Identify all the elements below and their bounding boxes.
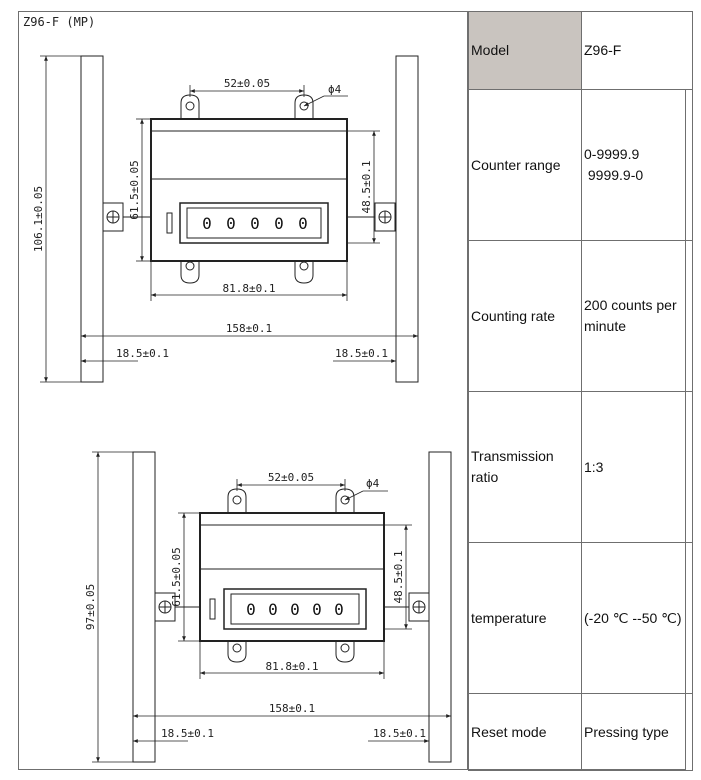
spec-label: Counting rate [468, 240, 582, 392]
top-view-labels: 52±0.05 ϕ4 61.5±0.05 48.5±0.1 81.8±0.1 1… [32, 77, 388, 360]
drawing-title: Z96-F (MP) [23, 15, 96, 29]
top-dim-side-height: 48.5±0.1 [360, 161, 373, 214]
bottom-dim-left-offset: 18.5±0.1 [161, 727, 214, 740]
right-bracket [395, 55, 419, 383]
bottom-view [92, 451, 452, 763]
top-dim-total-width: 158±0.1 [226, 322, 272, 335]
bottom-left-lug [180, 260, 200, 284]
counter-body [150, 118, 348, 262]
bottom-dim-total-width: 158±0.1 [269, 702, 315, 715]
spec-label: temperature [468, 542, 582, 694]
top-display-digit: 0 [226, 214, 236, 233]
spec-value: 1:3 [581, 391, 693, 543]
spec-row-counting-rate: Counting rate 200 counts per minute [468, 240, 693, 392]
spec-value: Z96-F [581, 11, 693, 90]
counter-body [199, 512, 385, 642]
right-bracket [428, 451, 452, 763]
spec-row-model: Model Z96-F [468, 11, 693, 90]
spec-value-line: 0-9999.9 [584, 146, 640, 162]
bottom-display-digit: 0 [334, 600, 344, 619]
spec-label: Transmission ratio [468, 391, 582, 543]
bottom-display-digit: 0 [290, 600, 300, 619]
spec-value-line: 9999.9-0 [584, 167, 644, 183]
top-right-lug [335, 488, 355, 514]
top-display-digit: 0 [250, 214, 260, 233]
top-dim-hole-spacing: 52±0.05 [224, 77, 270, 90]
bottom-right-lug [335, 640, 355, 663]
bottom-dim-body-width: 81.8±0.1 [266, 660, 319, 673]
spec-label: Reset mode [468, 693, 582, 771]
counter-display [223, 588, 367, 630]
spec-row-counter-range: Counter range 0-9999.9 9999.9-0 [468, 89, 693, 241]
bottom-right-lug [294, 260, 314, 284]
top-dim-total-height: 106.1±0.05 [32, 186, 45, 252]
top-dim-body-width: 81.8±0.1 [223, 282, 276, 295]
left-bracket [80, 55, 104, 383]
dimension-drawing-cell: Z96-F (MP) [18, 11, 468, 770]
bottom-dim-side-height: 48.5±0.1 [392, 551, 405, 604]
spec-value: 0-9999.9 9999.9-0 [581, 89, 693, 241]
bottom-display-digit: 0 [312, 600, 322, 619]
top-view [40, 55, 419, 383]
bottom-dim-hole-dia: ϕ4 [366, 477, 380, 490]
counter-display [179, 202, 329, 244]
bottom-display-digit: 0 [246, 600, 256, 619]
spec-row-reset-mode: Reset mode Pressing type [468, 693, 693, 771]
spec-value: (-20 ℃ --50 ℃) [581, 542, 693, 694]
top-left-lug [227, 488, 247, 514]
bottom-dim-body-height: 61.5±0.05 [170, 547, 183, 607]
bottom-display-digit: 0 [268, 600, 278, 619]
top-display-digit: 0 [202, 214, 212, 233]
spec-value: 200 counts per minute [581, 240, 693, 392]
dimension-drawing: 52±0.05 ϕ4 61.5±0.05 48.5±0.1 81.8±0.1 1… [32, 55, 452, 763]
spec-value: Pressing type [581, 693, 693, 771]
top-dim-left-offset: 18.5±0.1 [116, 347, 169, 360]
left-bracket [132, 451, 156, 763]
spec-row-transmission-ratio: Transmission ratio 1:3 [468, 391, 693, 543]
spec-table: Model Z96-F Counter range 0-9999.9 9999.… [468, 11, 693, 771]
top-dim-body-height: 61.5±0.05 [128, 160, 141, 220]
spec-label: Counter range [468, 89, 582, 241]
top-right-lug [294, 94, 314, 120]
bottom-dim-total-height: 97±0.05 [84, 584, 97, 630]
spec-label: Model [468, 11, 582, 90]
top-display-digit: 0 [298, 214, 308, 233]
top-display-digit: 0 [274, 214, 284, 233]
spec-row-temperature: temperature (-20 ℃ --50 ℃) [468, 542, 693, 694]
bottom-view-labels: 52±0.05 ϕ4 61.5±0.05 48.5±0.1 81.8±0.1 1… [84, 471, 426, 740]
top-left-lug [180, 94, 200, 120]
top-dim-hole-dia: ϕ4 [328, 83, 342, 96]
bottom-dim-right-offset: 18.5±0.1 [373, 727, 426, 740]
bottom-left-lug [227, 640, 247, 663]
top-dim-right-offset: 18.5±0.1 [335, 347, 388, 360]
bottom-dim-hole-spacing: 52±0.05 [268, 471, 314, 484]
